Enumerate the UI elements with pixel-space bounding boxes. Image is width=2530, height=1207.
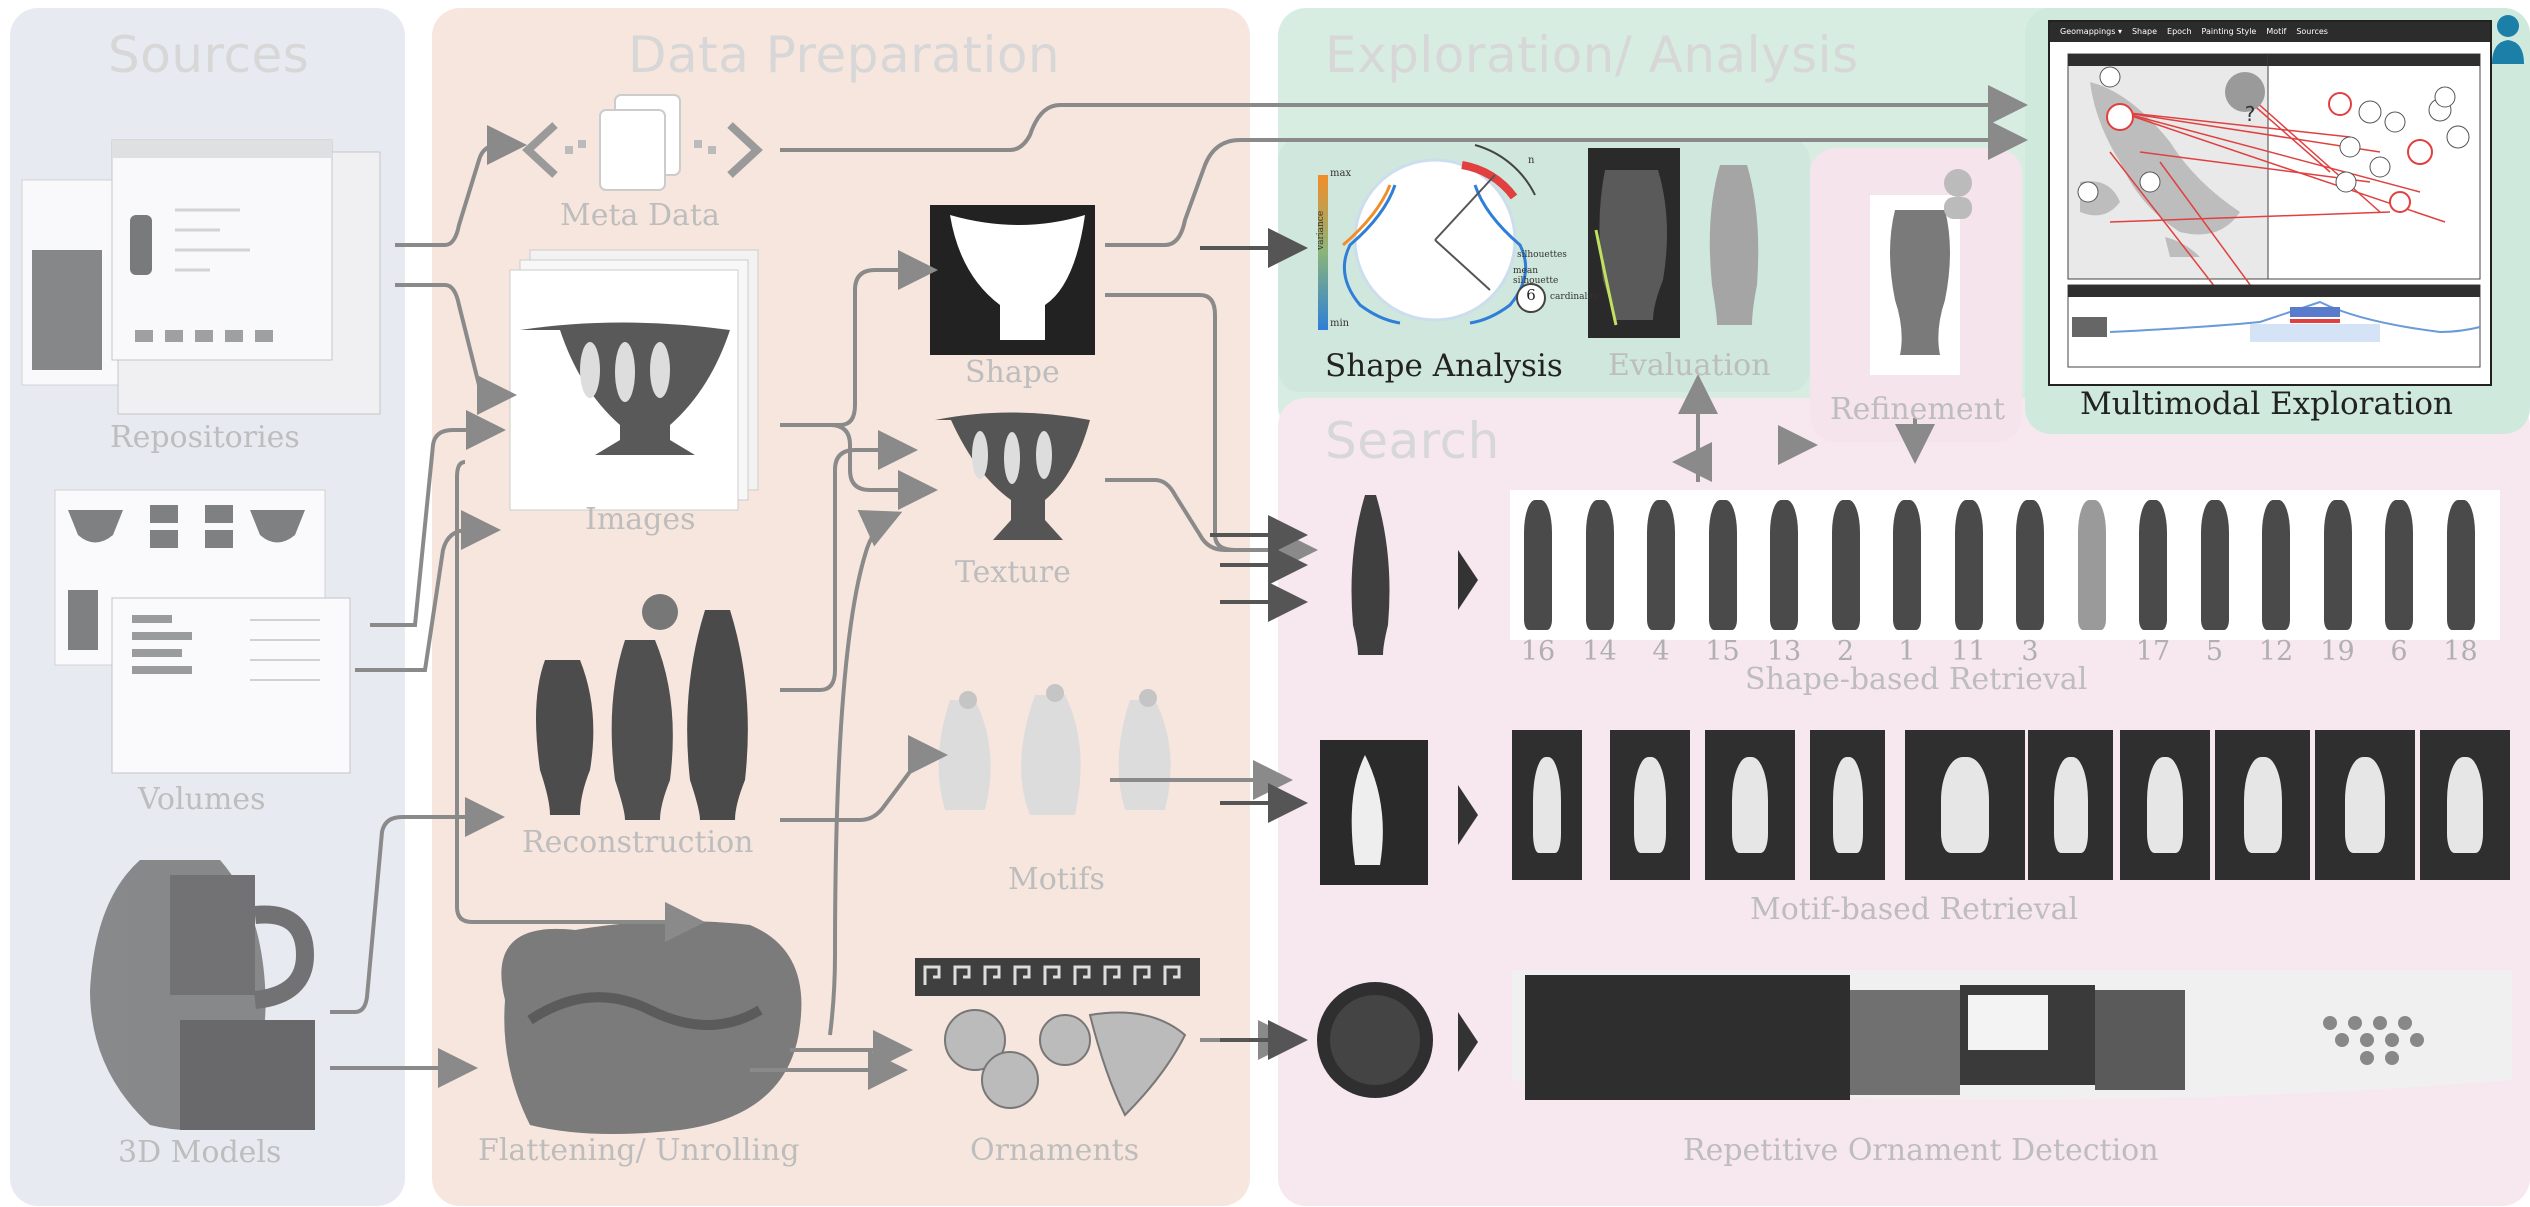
models-3d-image (90, 860, 315, 1130)
shape-result-vase (1524, 500, 1552, 630)
shape-result-rank: 18 (2443, 636, 2478, 667)
reconstruction-label: Reconstruction (522, 825, 754, 860)
shape-result-vase (2262, 500, 2290, 630)
motif-result-thumbnail (2028, 730, 2113, 880)
shape-result-vase (2077, 500, 2106, 630)
shape-result-rank: 2 (1836, 636, 1855, 667)
images-label: Images (585, 502, 696, 537)
shape-result-rank: 11 (1951, 636, 1986, 667)
sources-heading: Sources (108, 26, 310, 84)
mean-silhouette-annotation: mean silhouette (1513, 266, 1559, 286)
motif-based-retrieval-label: Motif-based Retrieval (1750, 892, 2079, 927)
meta-data-label: Meta Data (560, 198, 720, 233)
shape-result-vase (1585, 500, 1614, 630)
ui-toolbar: Geomappings ▾ Shape Epoch Painting Style Mot… (2050, 22, 2490, 42)
shape-analysis-label: Shape Analysis (1325, 348, 1563, 384)
images-stack (509, 249, 759, 511)
silhouettes-annotation: silhouettes (1517, 250, 1567, 260)
shape-result-rank: 14 (1582, 636, 1617, 667)
motif-result-thumbnail (1905, 730, 2025, 880)
shape-result-vase (1831, 500, 1860, 630)
shape-result-vase (2139, 500, 2167, 630)
motif-result-thumbnail (1705, 730, 1795, 880)
shape-result-rank: 6 (2390, 636, 2408, 667)
repositories-image (21, 139, 381, 415)
ui-toolbar-item[interactable]: Motif (2266, 27, 2287, 36)
repositories-label: Repositories (110, 420, 300, 455)
arc-annotation: n (1528, 155, 1535, 166)
shape-result-vase (2200, 500, 2229, 630)
shape-result-rank: 4 (1652, 636, 1670, 667)
motif-result-thumbnail (1610, 730, 1690, 880)
ui-toolbar-item[interactable]: Shape (2131, 27, 2158, 36)
multimodal-exploration-label: Multimodal Exploration (2080, 386, 2453, 422)
volumes-image (54, 489, 351, 774)
shape-result-rank: 1 (1898, 636, 1916, 667)
texture-image (935, 412, 1090, 540)
shape-result-rank: 13 (1766, 636, 1802, 667)
legend-variance: variance (1316, 210, 1326, 250)
evaluation-image (1588, 148, 1759, 338)
legend-max: max (1330, 168, 1352, 179)
motif-result-thumbnail (2420, 730, 2510, 880)
ui-toolbar-item[interactable]: Epoch (2167, 27, 2192, 36)
ui-views (2067, 53, 2481, 368)
ornament-detection-label: Repetitive Ornament Detection (1683, 1133, 2159, 1168)
motif-result-thumbnail (2215, 730, 2310, 880)
volumes-label: Volumes (138, 782, 266, 817)
flattening-image (501, 921, 802, 1134)
motif-result-thumbnail (2120, 730, 2210, 880)
shape-result-rank: 3 (2021, 636, 2039, 667)
data-preparation-heading: Data Preparation (628, 26, 1061, 84)
ornaments-label: Ornaments (970, 1133, 1140, 1168)
shape-result-rank: 5 (2205, 636, 2224, 667)
ui-toolbar-item[interactable]: Geomappings ▾ (2060, 27, 2122, 36)
shape-result-rank: 17 (2135, 636, 2171, 667)
motifs-image (938, 684, 1171, 815)
shape-query-vase (1351, 495, 1390, 655)
ornament-strip (1512, 970, 2512, 1100)
shape-result-rank: 19 (2320, 636, 2355, 667)
evaluation-label: Evaluation (1608, 348, 1771, 383)
reconstruction-image (536, 594, 748, 820)
shape-result-vase (1647, 500, 1675, 630)
shape-result-vase (1770, 500, 1798, 630)
motif-result-thumbnail (1810, 730, 1885, 880)
cardinality-value: 6 (1526, 286, 1536, 304)
motifs-label: Motifs (1008, 862, 1105, 897)
shape-result-vase (2446, 500, 2475, 630)
ui-question-mark: ? (2244, 102, 2256, 126)
shape-based-retrieval-label: Shape-based Retrieval (1745, 662, 2088, 697)
shape-result-vase (2385, 500, 2413, 630)
exploration-heading: Exploration/ Analysis (1325, 26, 1859, 84)
ui-toolbar-item[interactable]: Painting Style (2201, 27, 2257, 36)
multimodal-ui-screenshot: Geomappings ▾ Shape Epoch Painting Style Mot… (2048, 20, 2492, 386)
ui-toolbar-item[interactable]: Sources (2296, 27, 2328, 36)
ornaments-image (915, 958, 1200, 1117)
refinement-label: Refinement (1830, 392, 2006, 427)
flattening-label: Flattening/ Unrolling (478, 1133, 800, 1168)
texture-label: Texture (955, 555, 1071, 590)
shape-result-rank: 15 (1705, 636, 1740, 667)
shape-result-vase (2323, 500, 2352, 630)
legend-min: min (1330, 318, 1350, 329)
shape-result-rank: 12 (2258, 636, 2294, 667)
shape-result-rank: 16 (1520, 636, 1556, 667)
refinement-image (1870, 169, 1972, 375)
shape-result-vase (1893, 500, 1921, 630)
cardinality-annotation: cardinality (1550, 292, 1599, 302)
shape-label: Shape (965, 355, 1060, 390)
shape-result-vase (1708, 500, 1737, 630)
models-3d-label: 3D Models (118, 1135, 282, 1170)
motif-result-thumbnail (2315, 730, 2415, 880)
motif-result-thumbnail (1512, 730, 1582, 880)
meta-data-icon (522, 122, 763, 178)
shape-analysis-figure (1318, 144, 1546, 330)
search-heading: Search (1325, 412, 1500, 470)
shape-result-vase (1954, 500, 1983, 630)
user-icon (2492, 15, 2524, 64)
shape-result-vase (2016, 500, 2044, 630)
